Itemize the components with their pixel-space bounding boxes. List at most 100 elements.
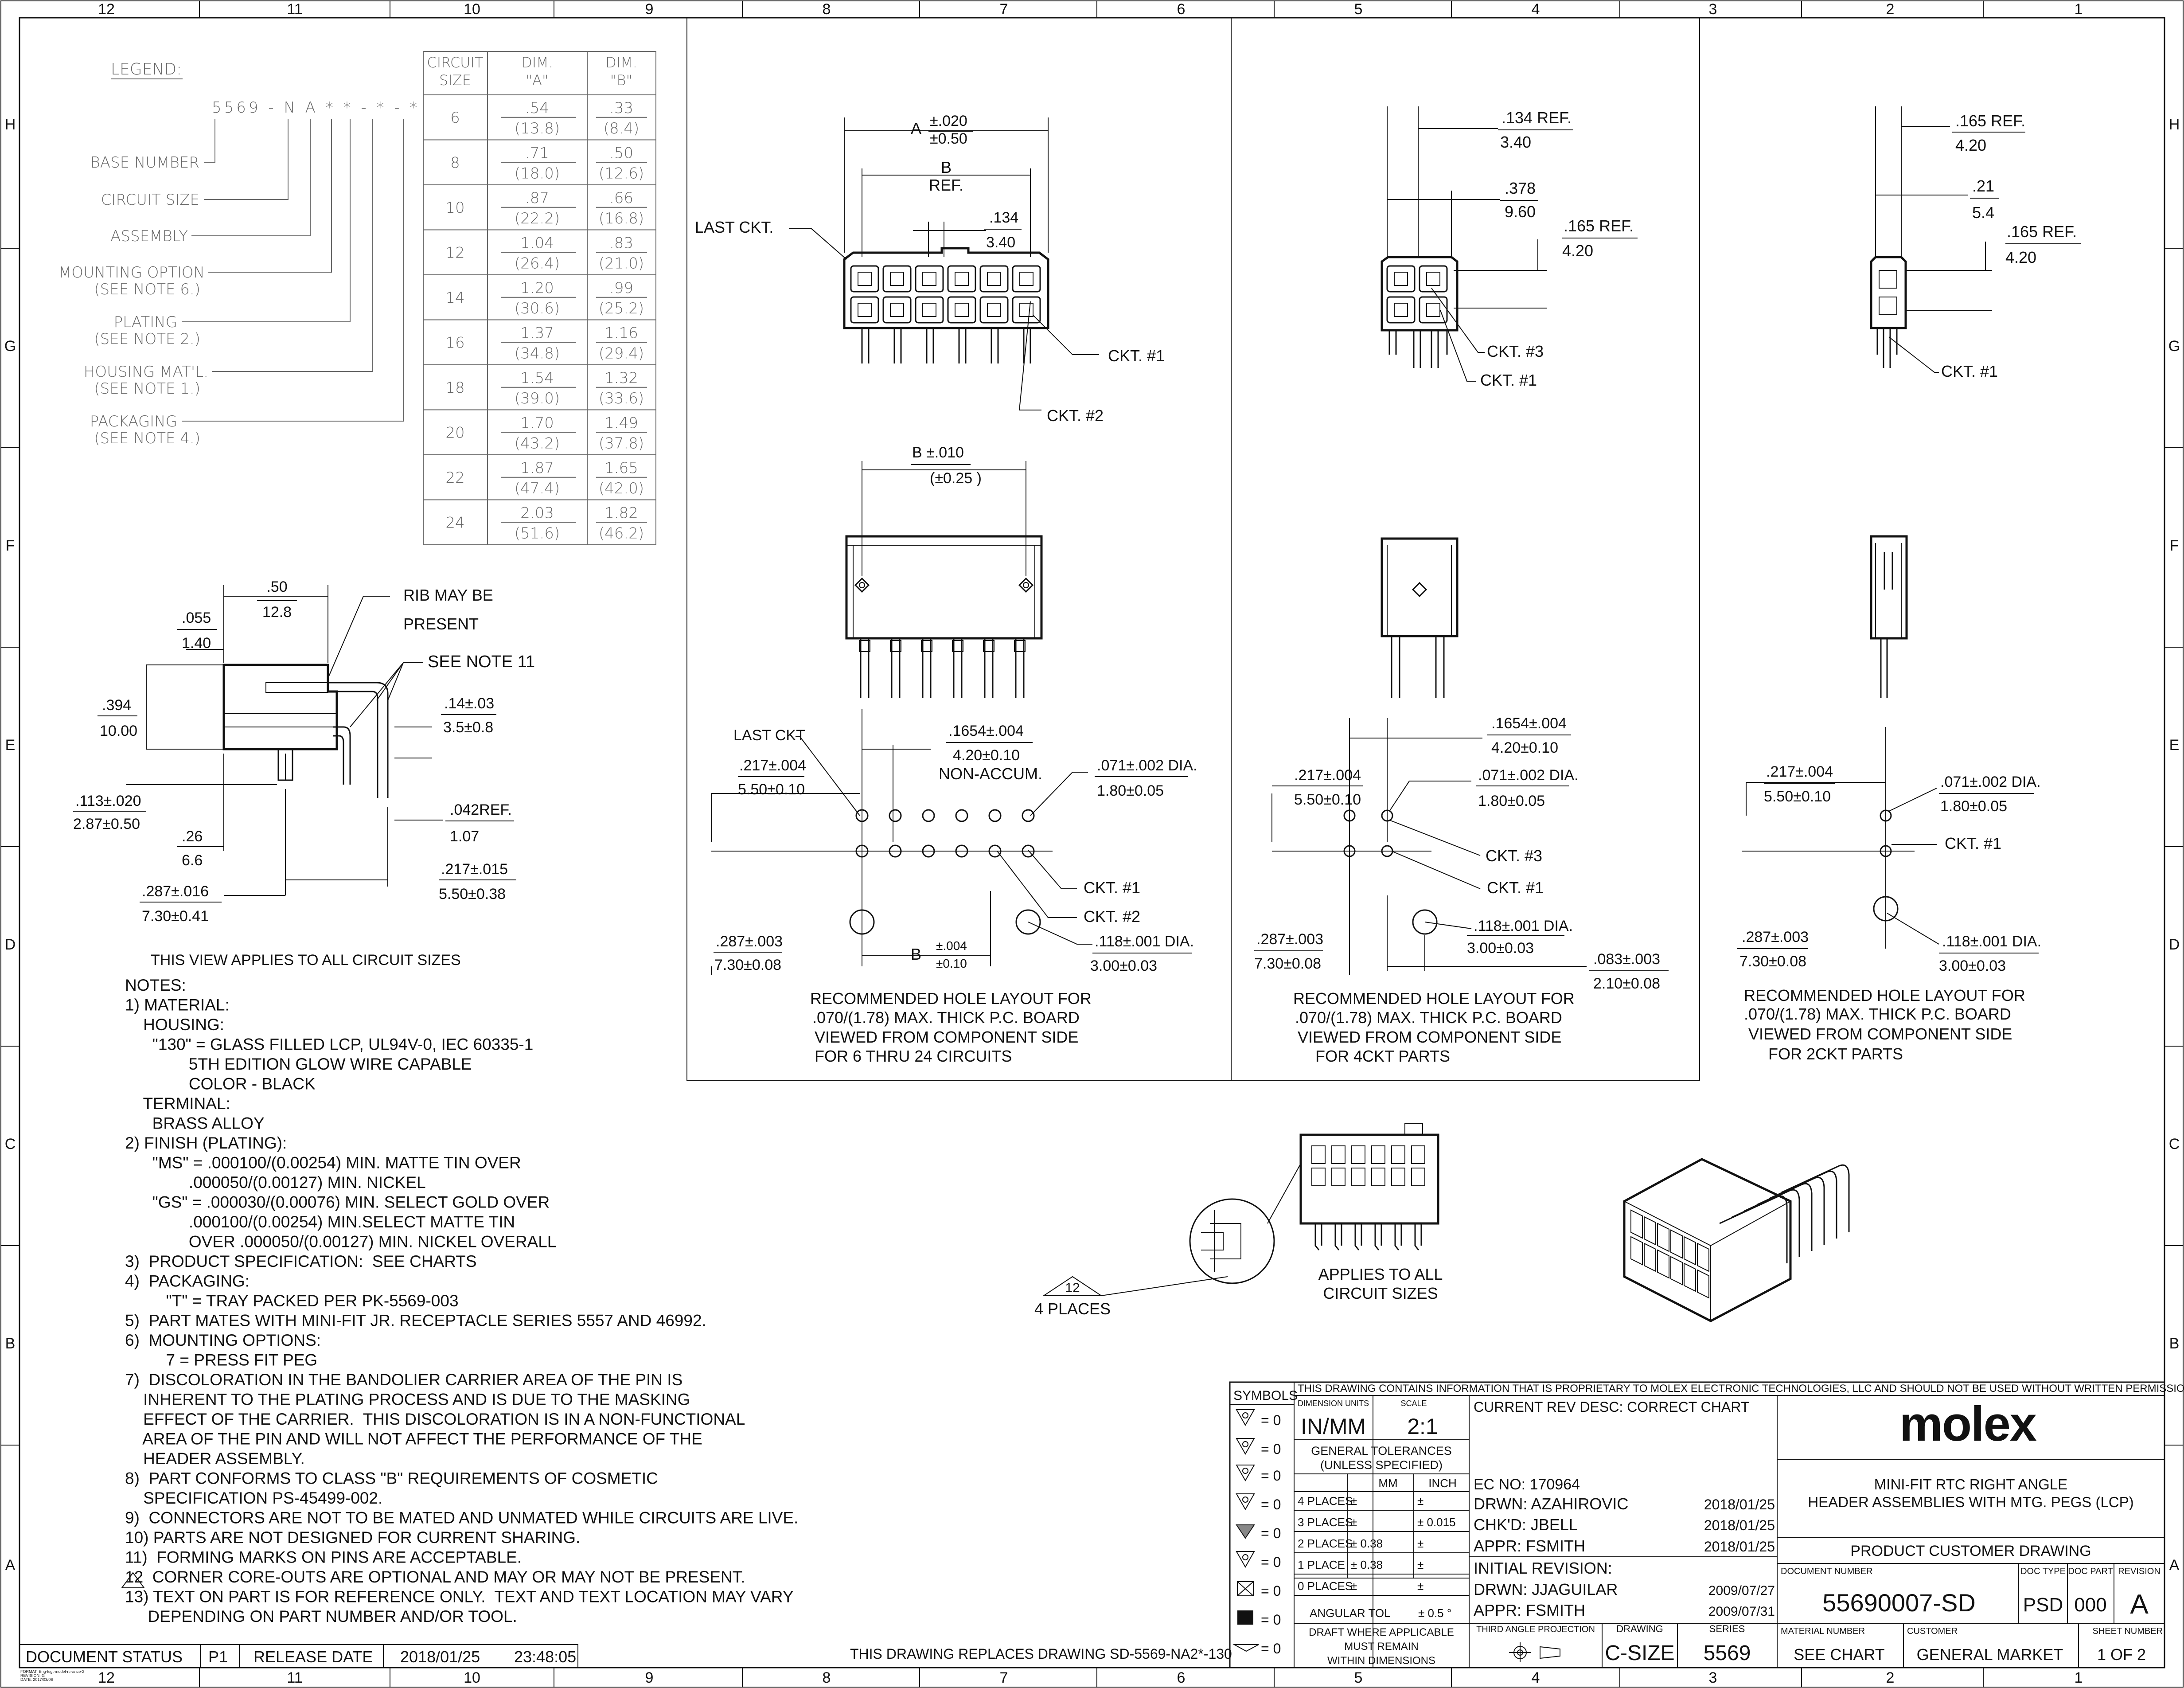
iso-pin [1719, 1195, 1788, 1263]
ref-3-40: 3.40 [1500, 133, 1531, 151]
iso-cavity [1657, 1223, 1669, 1252]
table-cell: (22.2) [515, 210, 560, 227]
table-cell: (13.8) [515, 120, 560, 137]
iso-cavity [1684, 1236, 1696, 1266]
sheet-number: 1 OF 2 [2097, 1645, 2146, 1664]
note-flag-icon [1042, 1276, 1103, 1296]
last-ckt-label: LAST CKT. [695, 218, 773, 236]
symbol-row: = 0 [1237, 1581, 1281, 1599]
tol-row-label: 1 PLACE [1298, 1558, 1345, 1571]
draft-2: MUST REMAIN [1344, 1641, 1419, 1653]
row-label: E [2169, 737, 2180, 754]
assembly-pin-view: 12 4 PLACES APPLIES TO ALL CIRCUIT SIZES [1034, 1123, 1443, 1318]
dim-50: .50 [266, 578, 287, 595]
hole-dia: .071±.002 DIA. [1478, 767, 1579, 784]
row-label: E [5, 737, 16, 754]
note-line: 4) PACKAGING: [125, 1272, 250, 1290]
peg-dia: .118±.001 DIA. [1942, 933, 2041, 950]
note-line: NOTES: [125, 976, 186, 994]
triangle-symbol-icon [1236, 1493, 1255, 1511]
dim-1-07: 1.07 [450, 828, 479, 845]
tol-row-inch: ± [1417, 1494, 1424, 1508]
rib-note-2: PRESENT [403, 615, 479, 633]
peg-dia: .118±.001 DIA. [1095, 933, 1194, 950]
note-line: 11) FORMING MARKS ON PINS ARE ACCEPTABLE… [125, 1548, 522, 1567]
border-row-labels-left: H G F E D C B A [4, 116, 16, 1574]
peg-dia: .118±.001 DIA. [1474, 918, 1573, 934]
doc-part: 000 [2074, 1594, 2106, 1616]
dim-042: .042REF. [450, 801, 512, 818]
ref-165-b: .165 REF. [2007, 223, 2077, 241]
row-label: H [2169, 116, 2180, 133]
legend-assembly: ASSEMBLY [110, 227, 188, 245]
pin [860, 638, 870, 698]
dim-units: IN/MM [1301, 1414, 1366, 1439]
table-header: "A" [526, 72, 548, 89]
ckt1-label: CKT. #1 [1084, 879, 1140, 897]
peg-dia-mm: 3.00±0.03 [1467, 940, 1534, 957]
symbol-value: = 0 [1261, 1441, 1281, 1457]
replaces-note: THIS DRAWING REPLACES DRAWING SD-5569-NA… [850, 1646, 1232, 1662]
table-cell: 12 [445, 244, 464, 262]
pin-shoulder [983, 640, 994, 652]
table-cell: 14 [445, 289, 464, 307]
note-flag-number: 12 [1065, 1281, 1080, 1295]
triangle-symbol-icon [1236, 1438, 1255, 1455]
triangle-symbol-icon [1236, 1409, 1255, 1426]
col-label: 5 [1354, 1669, 1363, 1686]
peg-dia-mm: 3.00±0.03 [1939, 957, 2006, 974]
edge-dim: .217±.004 [1766, 763, 1833, 780]
ckt2-label: CKT. #2 [1047, 406, 1104, 425]
cavity [979, 265, 1009, 293]
dim-12-8: 12.8 [262, 604, 292, 621]
material-label: MATERIAL NUMBER [1781, 1626, 1865, 1636]
cavity [882, 265, 912, 293]
dim-a-tol-in: ±.020 [930, 113, 967, 129]
terminal [987, 272, 1001, 286]
col-label: 3 [1709, 1669, 1717, 1686]
appr: APPR: FSMITH [1474, 1537, 1585, 1555]
cavity [1311, 1145, 1326, 1164]
dim-units-label: DIMENSION UNITS [1298, 1399, 1369, 1408]
caption-line: VIEWED FROM COMPONENT SIDE [1748, 1025, 2012, 1043]
tol-row-mm: ± 0.38 [1351, 1558, 1383, 1571]
note-line: HOUSING: [125, 1016, 224, 1034]
last-ckt-label: LAST CKT [733, 727, 805, 744]
iso-cavity [1630, 1236, 1643, 1266]
symbol-value: = 0 [1261, 1412, 1281, 1428]
legend-base-number: BASE NUMBER [90, 154, 199, 172]
caption-line: .070/(1.78) MAX. THICK P.C. BOARD [1295, 1008, 1562, 1027]
pin [1314, 1223, 1322, 1250]
note-line: SPECIFICATION PS-45499-002. [125, 1489, 382, 1507]
terminal [858, 303, 872, 317]
border-col-labels-top: 12 11 10 9 8 7 6 5 4 3 2 1 [98, 1, 2083, 18]
legend: LEGEND: 5569 - N A * * - * - * BASE NUMB… [58, 60, 417, 447]
pin [1334, 1223, 1342, 1250]
cavity [850, 265, 879, 293]
note-line: .000100/(0.00254) MIN.SELECT MATTE TIN [125, 1213, 515, 1231]
cavity [1371, 1168, 1385, 1186]
appr-initial: APPR: FSMITH [1474, 1601, 1585, 1619]
cavity [1012, 265, 1041, 293]
cavity [882, 296, 912, 324]
cavity [1331, 1168, 1346, 1186]
notes: NOTES:1) MATERIAL: HOUSING: "130" = GLAS… [121, 976, 798, 1625]
row-dim-mm: 7.30±0.08 [1254, 955, 1321, 972]
pin [861, 328, 870, 363]
dim-3-40: 3.40 [986, 234, 1015, 251]
table-cell: (16.8) [599, 210, 644, 227]
note-line: 1) MATERIAL: [125, 996, 230, 1014]
table-cell: (12.6) [599, 164, 644, 182]
table-cell: (30.6) [515, 300, 560, 317]
row-dim-mm: 7.30±0.08 [1739, 953, 1806, 970]
front-view-6ckt: A ±.020 ±0.50 B REF. .134 3.40 LAST CKT.… [695, 113, 1165, 425]
pin-shoulder [890, 640, 901, 652]
isometric-connector [1623, 1158, 1850, 1322]
iso-cavity [1684, 1262, 1696, 1292]
note-line: OVER .000050/(0.00127) MIN. NICKEL OVERA… [125, 1233, 556, 1251]
table-cell: 1.37 [520, 324, 554, 342]
terminal [955, 303, 969, 317]
offset-dim-mm: 2.10±0.08 [1593, 975, 1660, 992]
cavity [1331, 1145, 1346, 1164]
note-line: EFFECT OF THE CARRIER. THIS DISCOLORATIO… [125, 1410, 745, 1428]
